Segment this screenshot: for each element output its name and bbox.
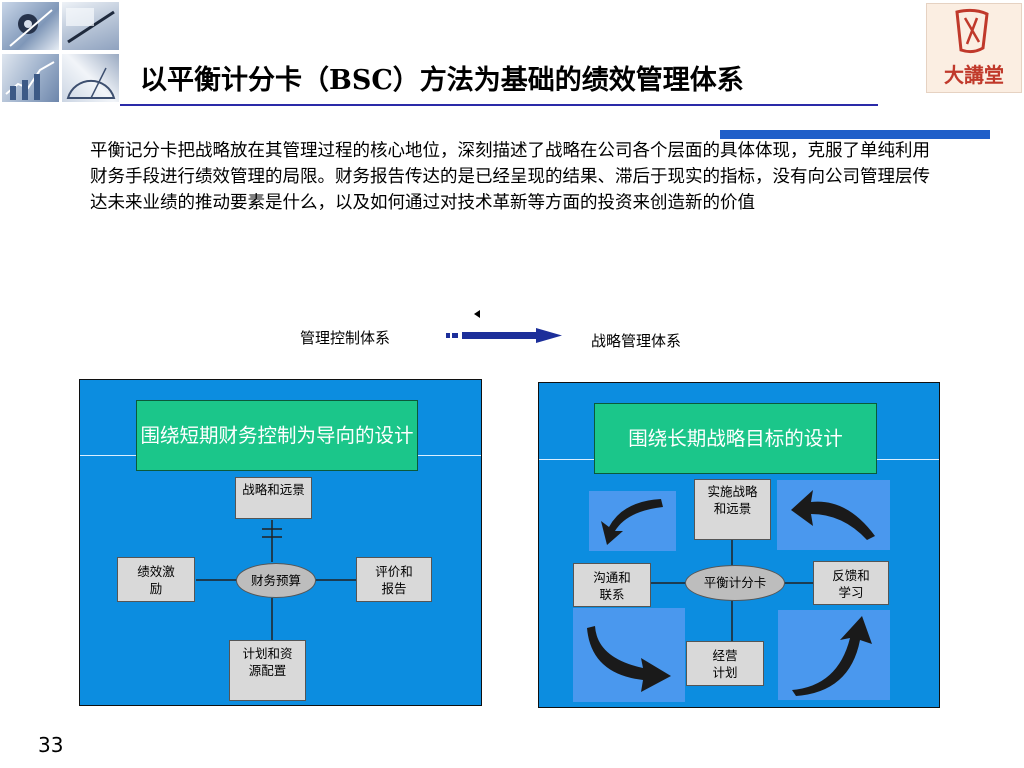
arrow-tile-top-left xyxy=(589,491,676,551)
transition-arrow-icon xyxy=(446,310,562,343)
arrow-tile-bottom-left xyxy=(573,608,685,702)
right-panel-header: 围绕长期战略目标的设计 xyxy=(594,403,877,474)
left-node-left: 绩效激励 xyxy=(117,557,195,602)
to-label: 战略管理体系 xyxy=(591,332,682,350)
title-rule xyxy=(120,104,878,106)
curved-arrow-icon xyxy=(587,626,671,692)
page-title: 以平衡计分卡（BSC）方法为基础的绩效管理体系 xyxy=(140,65,744,96)
right-node-right: 反馈和学习 xyxy=(813,561,889,605)
right-node-bottom: 经营计划 xyxy=(686,641,764,686)
curved-arrow-icon xyxy=(791,490,875,540)
curved-arrow-icon xyxy=(792,616,872,696)
arrow-tile-bottom-right xyxy=(778,610,890,700)
header-photo-protractor xyxy=(62,54,119,102)
right-node-center: 平衡计分卡 xyxy=(685,565,785,601)
header-photo-chart xyxy=(2,54,59,102)
logo-text: 大講堂 xyxy=(944,63,1004,87)
accent-bar xyxy=(720,130,990,139)
left-node-bottom: 计划和资源配置 xyxy=(229,640,306,701)
curved-arrow-icon xyxy=(601,499,663,545)
from-label: 管理控制体系 xyxy=(300,329,391,347)
right-node-top: 实施战略和远景 xyxy=(694,479,771,540)
intro-paragraph: 平衡记分卡把战略放在其管理过程的核心地位，深刻描述了战略在公司各个层面的具体体现… xyxy=(90,141,930,213)
header-photo-compass xyxy=(2,2,59,50)
left-panel-connectors xyxy=(196,520,356,640)
page-number: 33 xyxy=(38,733,64,757)
right-node-left: 沟通和联系 xyxy=(573,563,651,607)
left-panel: 围绕短期财务控制为导向的设计 战略和远景 绩效激励 财务预算 评价和报告 计划和… xyxy=(79,379,482,706)
left-panel-header: 围绕短期财务控制为导向的设计 xyxy=(136,400,418,471)
arrow-tile-top-right xyxy=(777,480,890,550)
right-panel-connectors xyxy=(651,540,813,641)
left-node-center: 财务预算 xyxy=(236,563,316,598)
header-photo-pen xyxy=(62,2,119,50)
left-node-top: 战略和远景 xyxy=(235,477,312,519)
logo: 大講堂 xyxy=(926,3,1022,93)
left-node-right: 评价和报告 xyxy=(356,557,432,602)
right-panel: 围绕长期战略目标的设计 实施战略和远景 沟通和联系 平衡计分卡 反馈和学习 经营… xyxy=(538,382,940,708)
